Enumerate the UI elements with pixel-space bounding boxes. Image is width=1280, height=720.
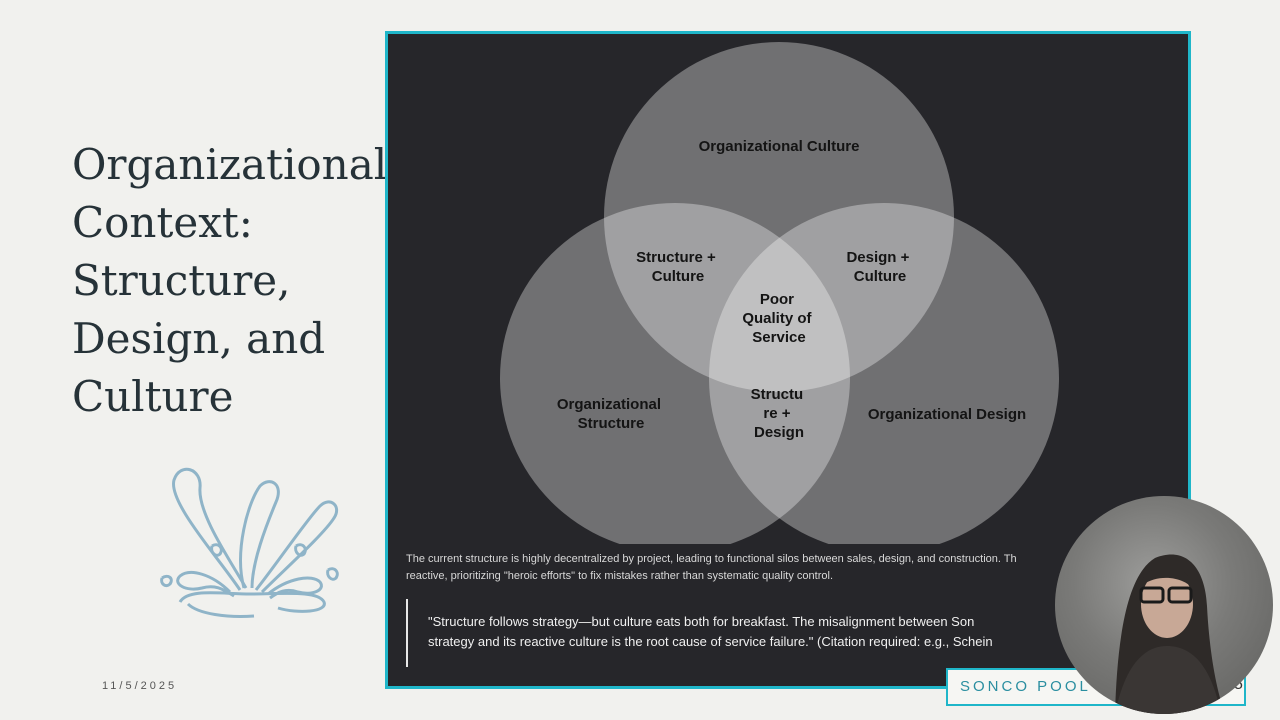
title-line: Culture <box>72 372 234 421</box>
slide-title: Organizational Context: Structure, Desig… <box>72 136 392 426</box>
webcam-overlay <box>1055 496 1273 714</box>
note-line: reactive, prioritizing "heroic efforts" … <box>406 570 833 582</box>
venn-circle-culture <box>604 42 954 392</box>
venn-diagram: Organizational Culture Organizational St… <box>500 42 1059 544</box>
label-design: Organizational Design <box>868 406 1026 423</box>
label-structure-design: Structu re + Design <box>751 386 808 441</box>
label-design-culture: Design + Culture <box>846 249 913 285</box>
title-line: Context: <box>72 198 253 247</box>
slide-date: 11/5/2025 <box>102 680 178 692</box>
venn-circle-design <box>709 203 1059 544</box>
note-line: The current structure is highly decentra… <box>406 553 1017 565</box>
title-line: Organizational <box>72 140 388 189</box>
label-structure-culture: Structure + Culture <box>636 249 720 285</box>
water-splash-icon <box>160 467 339 618</box>
quote-line: strategy and its reactive culture is the… <box>428 634 993 649</box>
diagram-panel: Organizational Culture Organizational St… <box>385 31 1191 689</box>
venn-circle-structure <box>500 203 850 544</box>
context-note: The current structure is highly decentra… <box>406 551 1166 585</box>
presenter-video-icon <box>1115 554 1225 714</box>
footer-label: SONCO POOL <box>960 678 1091 695</box>
label-culture: Organizational Culture <box>699 138 860 155</box>
quote-line: "Structure follows strategy—but culture … <box>428 614 975 629</box>
label-center: Poor Quality of Service <box>742 291 815 346</box>
blockquote: "Structure follows strategy—but culture … <box>406 599 1166 667</box>
title-line: Design, and <box>72 314 326 363</box>
label-structure: Organizational Structure <box>557 396 665 432</box>
title-line: Structure, <box>72 256 291 305</box>
